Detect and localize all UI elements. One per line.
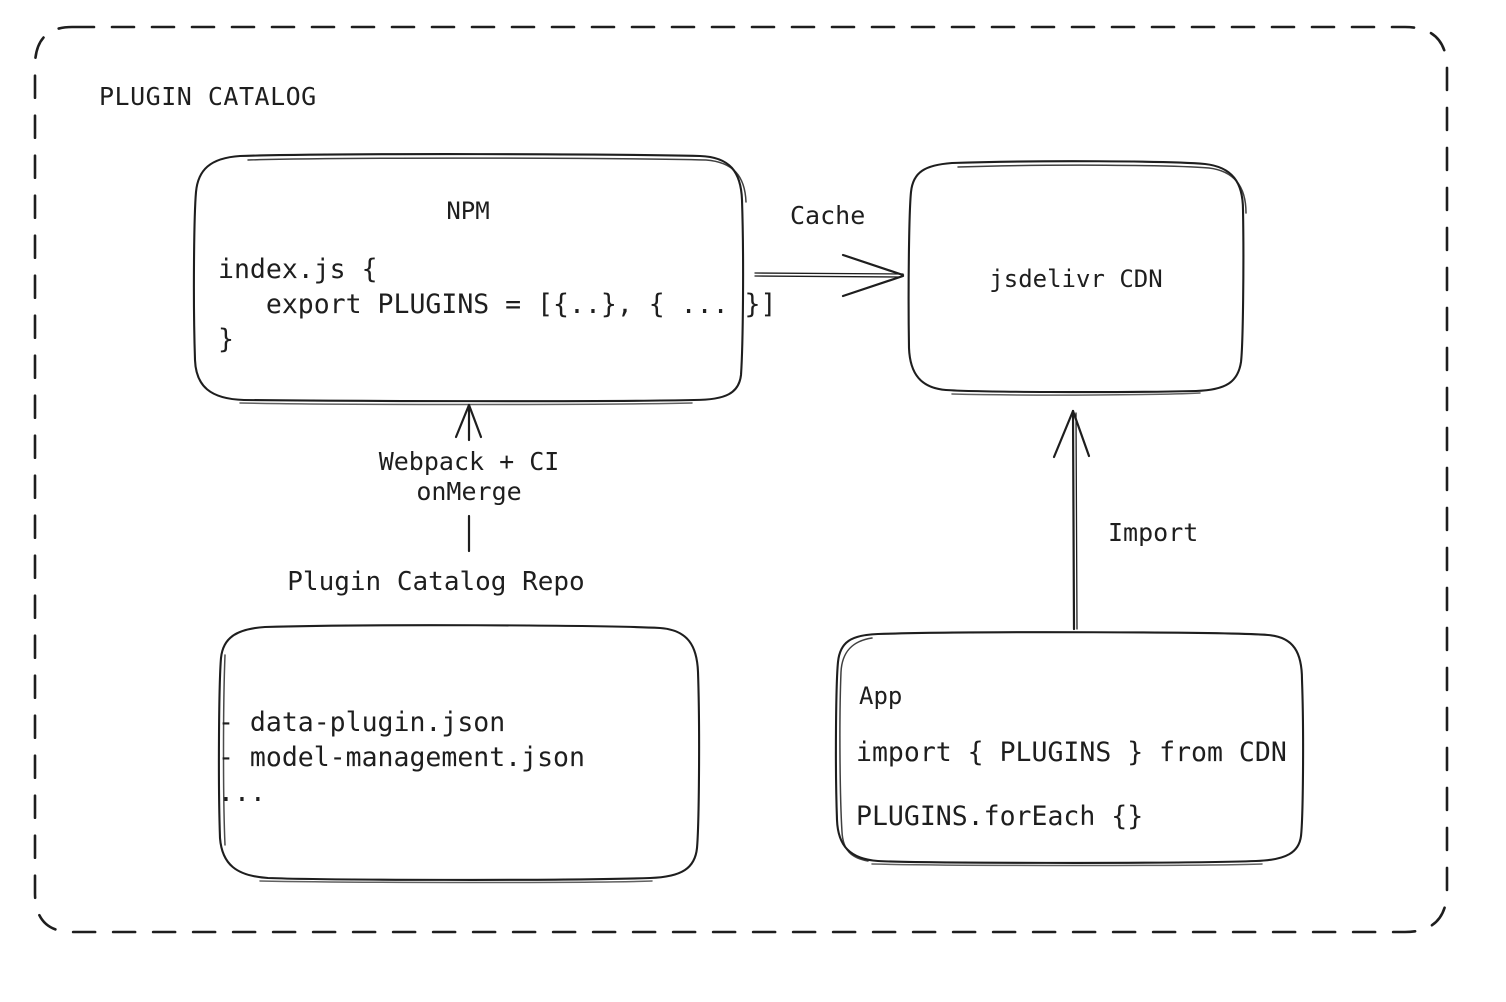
edge-label-cache: Cache — [790, 201, 865, 230]
app-code-line-2: PLUGINS.forEach {} — [856, 801, 1143, 832]
repo-list-line-3: ... — [218, 777, 266, 808]
app-title: App — [859, 682, 902, 710]
edge-repo-to-npm — [454, 403, 483, 553]
repo-list-line-2: - model-management.json — [218, 742, 585, 773]
repo-node[interactable] — [217, 624, 701, 884]
npm-title: NPM — [446, 197, 489, 225]
cdn-node[interactable] — [907, 160, 1247, 396]
npm-code-line-1: index.js { — [218, 254, 378, 285]
app-node[interactable] — [834, 631, 1305, 867]
app-code-line-1: import { PLUGINS } from CDN — [856, 737, 1287, 768]
edge-label-webpack-ci: Webpack + CI — [379, 447, 560, 476]
cdn-title: jsdelivr CDN — [989, 265, 1162, 293]
npm-code-line-2: export PLUGINS = [{..}, { ... }] — [218, 289, 776, 320]
edge-label-import: Import — [1108, 518, 1198, 547]
repo-list-line-1: - data-plugin.json — [218, 707, 505, 738]
edge-app-to-cdn — [1052, 409, 1091, 631]
frame-title: PLUGIN CATALOG — [99, 82, 317, 111]
repo-caption: Plugin Catalog Repo — [287, 567, 584, 597]
plugin-catalog-frame — [33, 25, 1449, 934]
edge-npm-to-cdn — [754, 253, 905, 298]
npm-node[interactable] — [192, 153, 747, 406]
edge-label-onmerge: onMerge — [416, 477, 521, 506]
npm-code-line-3: } — [218, 324, 234, 355]
